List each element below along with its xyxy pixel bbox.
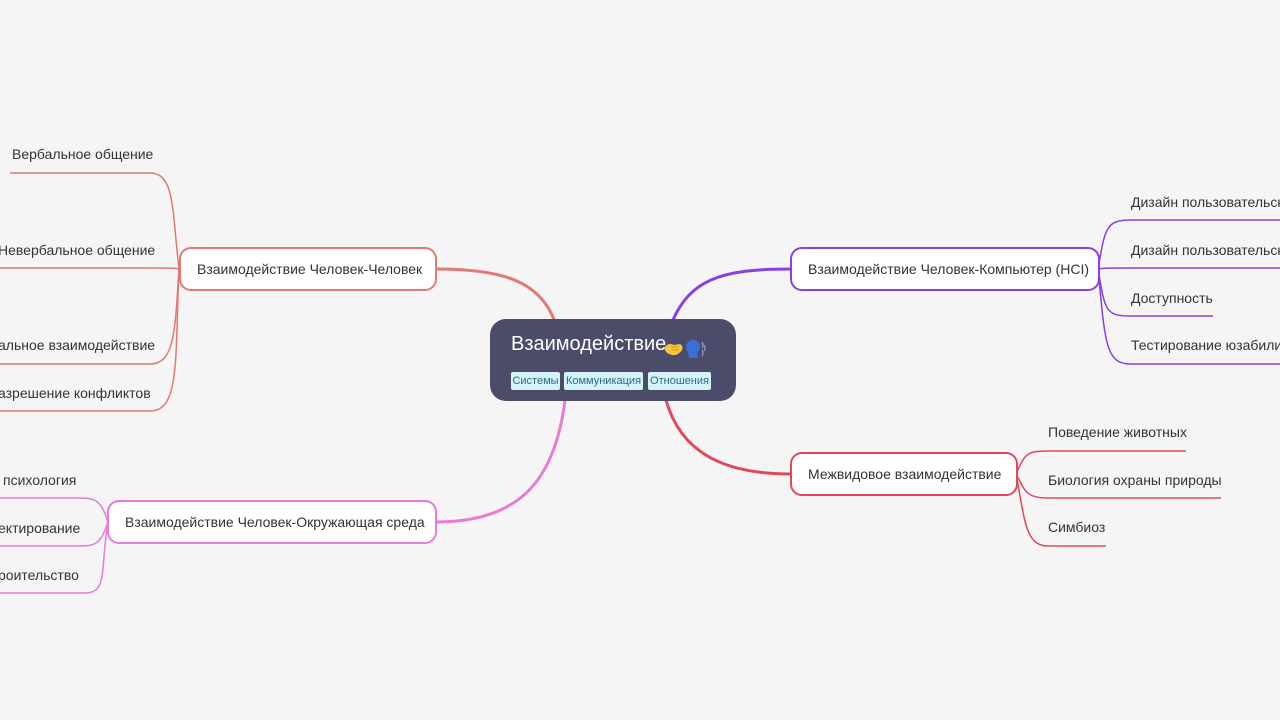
connector-b3	[670, 267, 791, 323]
leaf-connectors-b3	[1097, 219, 1280, 365]
branch-human-human[interactable]: Взаимодействие Человек-Человек	[179, 247, 437, 291]
leaf-psychology[interactable]: психология	[3, 472, 77, 488]
tag-relationships: Отношения	[648, 372, 711, 390]
branch-human-computer[interactable]: Взаимодействие Человек-Компьютер (HCI)	[790, 247, 1100, 291]
leaf-nonverbal-communication[interactable]: Невербальное общение	[0, 242, 156, 258]
tag-communication: Коммуникация	[564, 372, 643, 390]
connector-b4	[664, 399, 791, 476]
branch-human-environment[interactable]: Взаимодействие Человек-Окружающая среда	[107, 500, 437, 544]
leaf-design[interactable]: ектирование	[0, 520, 81, 536]
leaf-animal-behavior[interactable]: Поведение животных	[1048, 424, 1187, 440]
tag-systems: Системы	[511, 372, 560, 390]
leaf-conservation-biology[interactable]: Биология охраны природы	[1048, 472, 1222, 488]
leaf-verbal-communication[interactable]: Вербальное общение	[12, 146, 154, 162]
leaf-connectors-b1	[0, 172, 180, 412]
root-node[interactable]: Взаимодействие Системы Коммуникация Отно…	[490, 319, 736, 401]
leaf-accessibility[interactable]: Доступность	[1131, 290, 1213, 306]
leaf-usability-testing[interactable]: Тестирование юзабилит	[1131, 337, 1280, 353]
handshake-speaking-head-icon	[664, 340, 706, 358]
leaf-connectors-b2	[0, 497, 109, 594]
leaf-conflict-resolution[interactable]: азрешение конфликтов	[0, 385, 151, 401]
root-title: Взаимодействие	[511, 333, 667, 355]
leaf-social-interaction[interactable]: альное взаимодействие	[0, 337, 156, 353]
branch-interspecies[interactable]: Межвидовое взаимодействие	[790, 452, 1018, 496]
leaf-ui-design[interactable]: Дизайн пользовательск	[1131, 194, 1280, 210]
connector-b1	[435, 267, 557, 323]
leaf-connectors-b4	[1015, 450, 1221, 547]
leaf-construction[interactable]: роительство	[0, 567, 79, 583]
leaf-symbiosis[interactable]: Симбиоз	[1048, 519, 1106, 535]
leaf-ux-design[interactable]: Дизайн пользовательск	[1131, 242, 1280, 258]
connector-b2	[435, 399, 567, 524]
